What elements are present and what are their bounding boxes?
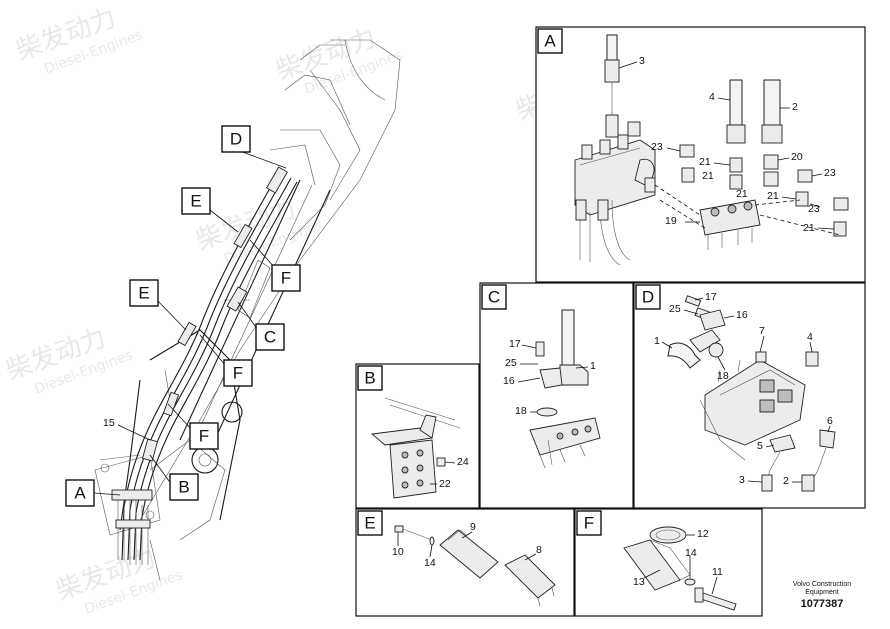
panel-label-box-b (357, 365, 383, 391)
part-number-10: 10 (392, 546, 404, 558)
panel-label-box-d (635, 284, 661, 310)
company-name-line2: Equipment (805, 589, 839, 596)
panel-label-box-c (481, 284, 507, 310)
part-number-23: 23 (808, 203, 820, 215)
panel-label-d: D (642, 288, 654, 307)
part-number-22: 22 (439, 478, 451, 490)
callout-box-c (255, 323, 285, 351)
part-number-4: 4 (807, 331, 813, 343)
callout-box-e (129, 279, 159, 307)
part-number-11: 11 (712, 566, 723, 578)
part-number-14: 14 (424, 557, 436, 569)
callout-box-f (189, 422, 219, 450)
part-number-3: 3 (639, 55, 645, 67)
part-number-25: 25 (505, 357, 517, 369)
part-number-20: 20 (791, 151, 803, 163)
detail-panel-f: F 12 14 13 11 (574, 508, 763, 617)
part-number-5: 5 (757, 440, 763, 452)
part-number-16: 16 (503, 375, 515, 387)
part-number-4: 4 (709, 91, 715, 103)
part-number-2: 2 (792, 101, 798, 113)
callout-box-f (223, 359, 253, 387)
panel-label-e: E (364, 514, 375, 533)
part-number-18: 18 (515, 405, 527, 417)
boom-assembly (94, 39, 401, 581)
callout-box-d (221, 125, 251, 153)
drawing-number: 1077387 (801, 598, 844, 610)
callout-label-c: C (264, 328, 276, 347)
panel-label-box-e (357, 510, 383, 536)
part-number-15: 15 (103, 417, 115, 429)
part-number-8: 8 (536, 544, 542, 556)
callout-box-e (181, 187, 211, 215)
part-number-21: 21 (736, 188, 748, 200)
part-number-1: 1 (590, 360, 596, 372)
callout-label-d: D (230, 130, 242, 149)
callout-box-b (169, 473, 199, 501)
callout-label-f: F (199, 427, 209, 446)
part-number-7: 7 (759, 325, 765, 337)
callout-label-f: F (281, 269, 291, 288)
callout-label-a: A (74, 484, 86, 503)
panel-label-box-a (537, 28, 563, 54)
part-number-3: 3 (739, 474, 745, 486)
callout-label-e: E (138, 284, 149, 303)
detail-panel-d: D 17 25 16 1 7 4 18 6 (633, 282, 866, 509)
part-number-23: 23 (651, 141, 663, 153)
part-number-17: 17 (705, 291, 717, 303)
panel-label-f: F (584, 514, 594, 533)
part-number-17: 17 (509, 338, 521, 350)
callout-label-f: F (233, 364, 243, 383)
part-number-14: 14 (685, 547, 697, 559)
callout-label-e: E (190, 192, 201, 211)
part-number-21: 21 (803, 222, 815, 234)
company-name-line1: Volvo Construction (793, 581, 851, 588)
panel-label-c: C (488, 288, 500, 307)
part-number-25: 25 (669, 303, 681, 315)
part-number-6: 6 (827, 415, 833, 427)
drawing-footer: Volvo Construction Equipment 1077387 (793, 581, 851, 610)
detail-panel-e: E 10 14 9 8 (355, 508, 575, 617)
part-number-16: 16 (736, 309, 748, 321)
part-number-21: 21 (699, 156, 711, 168)
panel-label-box-f (576, 510, 602, 536)
callout-label-b: B (178, 478, 189, 497)
part-number-9: 9 (470, 521, 476, 533)
detail-panel-b: B 24 22 (355, 363, 480, 509)
part-number-23: 23 (824, 167, 836, 179)
part-number-2: 2 (783, 475, 789, 487)
panel-label-a: A (544, 32, 556, 51)
part-number-21: 21 (767, 190, 779, 202)
main-callouts: D E F E C F F B A 15 (65, 125, 301, 507)
part-number-19: 19 (665, 215, 677, 227)
part-number-24: 24 (457, 456, 469, 468)
part-number-21: 21 (702, 170, 714, 182)
callout-box-a (65, 479, 95, 507)
detail-panel-c: C 17 1 25 16 18 (479, 282, 634, 509)
callout-box-f (271, 264, 301, 292)
part-number-13: 13 (633, 576, 645, 588)
part-number-1: 1 (654, 335, 660, 347)
detail-panel-a: A (535, 26, 866, 283)
panel-label-b: B (364, 369, 375, 388)
part-number-12: 12 (697, 528, 709, 540)
part-number-18: 18 (717, 370, 729, 382)
